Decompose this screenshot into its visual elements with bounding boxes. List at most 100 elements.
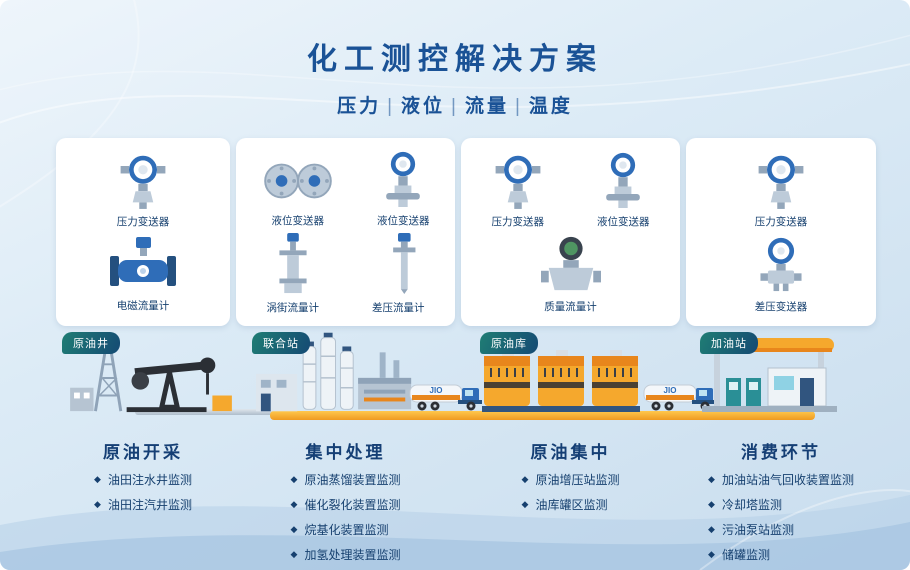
instrument-label: 液位变送器 — [271, 214, 325, 227]
process-flow: 原油井 联合站 原油库 加油站 — [0, 332, 910, 428]
tanker-truck: JIO — [643, 384, 716, 411]
page-subtitle: 压力|液位|流量|温度 — [0, 91, 910, 118]
bullet-text: 原油蒸馏装置监测 — [304, 473, 401, 487]
diamond-bullet-icon: ◆ — [290, 474, 298, 484]
list-item: ◆催化裂化装置监测 — [291, 496, 401, 513]
page-title: 化工测控解决方案 — [307, 43, 603, 76]
tank-farm-illustration — [482, 350, 640, 412]
instrument-card-2: 液位变送器 液位变送器 — [236, 138, 455, 326]
list-item: ◆ 油田注汽井监测 — [94, 496, 192, 513]
instrument-label: 液位变送器 — [597, 215, 650, 228]
subtitle-divider: | — [451, 96, 459, 117]
bullet-text: 油田注水井监测 — [107, 473, 192, 487]
bullet-list: ◆ 原油蒸馏装置监测 ◆催化裂化装置监测 ◆ 烷基化装置监测 ◆ 加氢处理装置监测 — [291, 471, 401, 563]
section-title: 消费环节 — [741, 443, 821, 462]
list-item: ◆ 油库罐区监测 — [522, 496, 620, 513]
bullet-text: 污油泵站监测 — [721, 523, 794, 537]
station-badge-gas-station: 加油站 — [700, 332, 758, 354]
list-item: ◆ 加氢处理装置监测 — [291, 546, 401, 563]
instrument-item: 差压流量计 — [372, 231, 425, 315]
bullet-list: ◆ 油田注水井监测 ◆ 油田注汽井监测 — [94, 471, 192, 513]
dp-flowmeter-icon — [393, 232, 416, 294]
pipeline-gray — [135, 409, 280, 415]
instrument-label: 电磁流量计 — [116, 300, 170, 312]
pressure-transmitter-icon — [758, 155, 804, 209]
instrument-item: 液位变送器 — [595, 151, 651, 229]
tanker-truck: JIO — [409, 384, 482, 411]
pressure-transmitter-icon — [120, 155, 166, 209]
instrument-label: 液位变送器 — [377, 214, 430, 227]
diamond-bullet-icon: ◆ — [94, 499, 101, 509]
subtitle-divider: | — [514, 96, 523, 117]
instrument-item: 压力变送器 — [490, 151, 546, 229]
list-item: ◆ 储罐监测 — [708, 546, 854, 563]
instrument-card-1: 压力变送器 电磁流量计 — [56, 138, 230, 326]
section-collection: 原油集中 ◆原油增压站监测 ◆油库罐区监测 — [461, 430, 680, 570]
bullet-text: 储罐监测 — [721, 548, 770, 562]
bullet-list: ◆ 原油增压站监测 ◆ 油库罐区监测 — [522, 471, 620, 513]
section-consumption: 消费环节 ◆ 加油站油气回收装置监测 ◆冷却塔监测 ◆ 污油泵站监测 ◆ 储罐监测 — [686, 430, 876, 570]
diamond-bullet-icon: ◆ — [290, 524, 298, 534]
level-transmitter-flanges-icon — [263, 163, 332, 198]
instrument-item: 差压变送器 — [753, 234, 809, 314]
list-item: ◆ 油田注水井监测 — [94, 471, 192, 488]
list-item: ◆ 烷基化装置监测 — [291, 521, 401, 538]
diamond-bullet-icon: ◆ — [521, 499, 529, 509]
bullet-text: 加氢处理装置监测 — [304, 548, 401, 562]
bullet-text: 烷基化装置监测 — [304, 523, 389, 537]
instrument-label: 压力变送器 — [116, 216, 170, 228]
instrument-cards: 压力变送器 电磁流量计 — [0, 138, 910, 326]
instrument-item: 压力变送器 — [115, 151, 171, 229]
instrument-label: 差压变送器 — [754, 300, 808, 313]
oil-well-illustration — [70, 349, 232, 413]
bullet-text: 油田注汽井监测 — [107, 498, 192, 512]
instrument-label: 压力变送器 — [491, 215, 545, 228]
subtitle-divider: | — [387, 96, 396, 117]
section-title: 集中处理 — [305, 443, 386, 462]
diamond-bullet-icon: ◆ — [290, 499, 298, 509]
diamond-bullet-icon: ◆ — [290, 549, 298, 559]
solution-sections: 原油开采 ◆ 油田注水井监测 ◆ 油田注汽井监测 集中处理 ◆ 原油蒸馏装置监测 ◆催… — [0, 430, 910, 570]
bullet-text: 原油增压站监测 — [535, 473, 620, 487]
instrument-label: 涡街流量计 — [266, 301, 320, 314]
instrument-label: 差压流量计 — [372, 301, 425, 314]
instrument-item: 液位变送器 — [375, 150, 431, 228]
bullet-text: 油库罐区监测 — [535, 498, 608, 512]
dp-transmitter-icon — [760, 237, 802, 291]
list-item: ◆ 污油泵站监测 — [708, 521, 854, 538]
diamond-bullet-icon: ◆ — [708, 549, 715, 559]
list-item: ◆ 加油站油气回收装置监测 — [708, 471, 854, 488]
section-extraction: 原油开采 ◆ 油田注水井监测 ◆ 油田注汽井监测 — [56, 430, 230, 570]
station-badge-oil-depot: 原油库 — [480, 332, 538, 354]
diamond-bullet-icon: ◆ — [708, 474, 715, 484]
truck-label: JIO — [664, 386, 677, 395]
pressure-transmitter-icon — [495, 155, 541, 209]
header: 化工测控解决方案 压力|液位|流量|温度 — [0, 0, 910, 118]
refinery-illustration — [256, 332, 412, 412]
mass-flowmeter-icon — [540, 236, 601, 290]
pipeline — [270, 411, 815, 420]
bullet-list: ◆ 加油站油气回收装置监测 ◆冷却塔监测 ◆ 污油泵站监测 ◆ 储罐监测 — [708, 471, 854, 563]
list-item: ◆ 原油增压站监测 — [522, 471, 620, 488]
subtitle-pressure: 压力 — [337, 96, 382, 117]
diamond-bullet-icon: ◆ — [708, 524, 715, 534]
instrument-item: 质量流量计 — [536, 234, 606, 314]
instrument-item: 涡街流量计 — [266, 231, 320, 315]
electromagnetic-flowmeter-icon — [110, 237, 176, 286]
list-item: ◆ 原油蒸馏装置监测 — [291, 471, 401, 488]
level-transmitter-icon — [386, 151, 421, 207]
diamond-bullet-icon: ◆ — [521, 474, 529, 484]
section-processing: 集中处理 ◆ 原油蒸馏装置监测 ◆催化裂化装置监测 ◆ 烷基化装置监测 ◆ 加氢处理装… — [236, 430, 455, 570]
station-badge-union-station: 联合站 — [252, 332, 310, 354]
level-transmitter-icon — [606, 152, 641, 208]
instrument-item: 电磁流量计 — [104, 235, 182, 313]
diamond-bullet-icon: ◆ — [94, 474, 101, 484]
instrument-card-3: 压力变送器 液位变送器 — [461, 138, 680, 326]
list-item: ◆冷却塔监测 — [708, 496, 854, 513]
bullet-text: 加油站油气回收装置监测 — [721, 473, 854, 487]
subtitle-level: 液位 — [401, 96, 446, 117]
diamond-bullet-icon: ◆ — [708, 499, 715, 509]
instrument-item: 压力变送器 — [753, 151, 809, 229]
section-title: 原油开采 — [103, 443, 183, 462]
